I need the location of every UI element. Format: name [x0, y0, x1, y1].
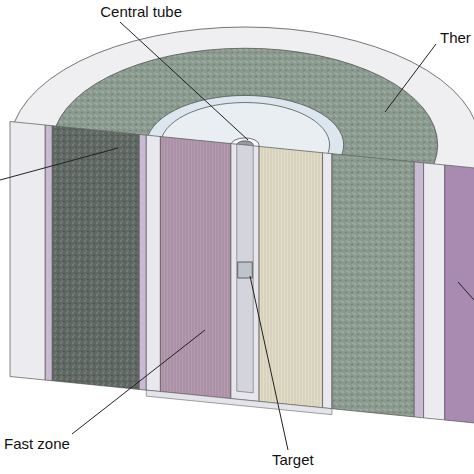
part-label: Central tube: [100, 4, 182, 21]
target: [238, 262, 252, 278]
leader-line: [458, 282, 474, 300]
fast-zone: [160, 137, 231, 399]
liner: [139, 134, 146, 390]
leader-line: [0, 148, 118, 180]
fast-zone: [259, 146, 322, 407]
leader-line: [120, 22, 248, 140]
leader-line: [72, 330, 205, 434]
leader-line: [250, 276, 288, 450]
outer-shell: [10, 122, 45, 381]
outer-shell: [424, 163, 445, 420]
liner: [45, 125, 52, 381]
part-label: Fast zone: [4, 436, 70, 453]
thermal-zone: [52, 126, 139, 390]
leader-line: [385, 44, 436, 112]
tube-bore: [237, 144, 253, 393]
part-label: Target: [272, 452, 314, 469]
thermal-zone: [332, 154, 414, 417]
gap: [323, 153, 332, 409]
central-tube: [231, 144, 259, 402]
liner: [414, 162, 423, 418]
gap: [146, 135, 160, 391]
outer-shell: [445, 165, 474, 424]
part-label: Ther: [440, 30, 471, 47]
base-plate: [146, 390, 332, 415]
